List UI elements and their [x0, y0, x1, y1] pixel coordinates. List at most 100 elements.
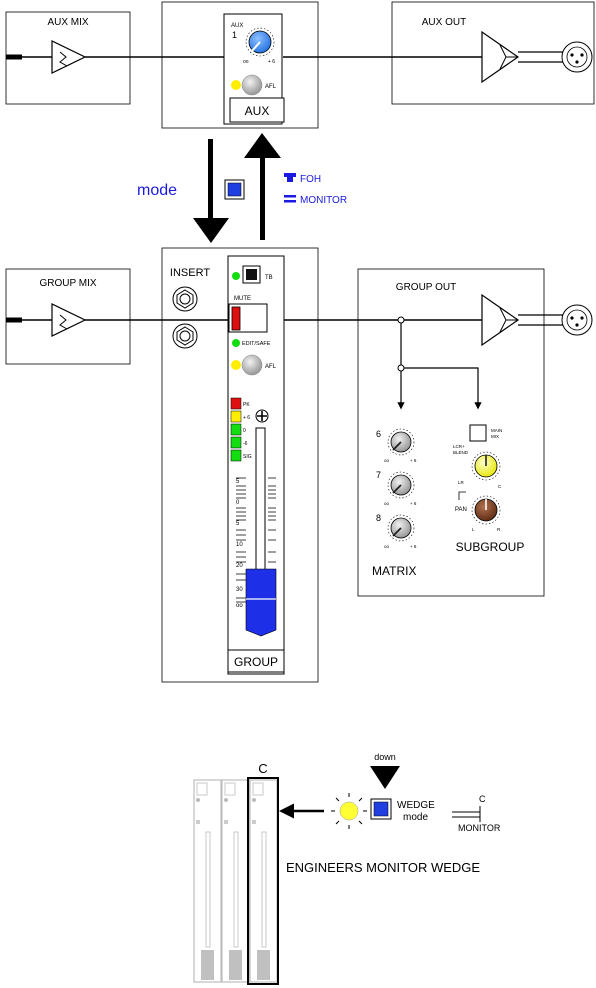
matrix-knob-number: 6 — [376, 429, 381, 439]
group-out-label: GROUP OUT — [396, 282, 456, 293]
meter-label: 0 — [243, 428, 246, 434]
matrix-knobs: 6 oo + 6 7 oo + 6 8 oo + 6 — [376, 428, 417, 549]
fader-grip-icon — [255, 409, 269, 423]
meter-label: PK — [243, 402, 250, 408]
matrix-knob[interactable] — [387, 428, 415, 456]
main-mix-button[interactable] — [469, 424, 487, 442]
monitor-label: MONITOR — [300, 195, 347, 206]
main-mix-label: MAIN — [491, 428, 502, 433]
pan-label: PAN — [455, 507, 467, 513]
aux-knob-number: 1 — [232, 30, 237, 40]
edit-safe-led — [232, 339, 240, 347]
meter-0-led — [230, 423, 242, 436]
aux-mix-label: AUX MIX — [47, 17, 88, 28]
fader-scale-label: 5 — [236, 521, 240, 527]
aux-knob-min: oo — [243, 59, 249, 65]
group-out-amp-icon — [481, 293, 520, 347]
meter-pk-led — [230, 397, 242, 410]
lcr-blend-label: BLEND — [453, 450, 469, 455]
wedge-strip-highlighted — [247, 777, 279, 985]
pan-mark: R — [497, 527, 501, 532]
aux-button-label: AUX — [245, 104, 270, 118]
matrix-knob[interactable] — [387, 514, 415, 542]
group-xlr-connector-icon — [561, 304, 593, 336]
group-mix-block: GROUP MIX — [5, 268, 131, 365]
pan-knob[interactable] — [471, 495, 501, 525]
aux-out-label: AUX OUT — [422, 17, 466, 28]
group-fader-cap[interactable] — [245, 568, 277, 637]
meter-plus6-led — [230, 410, 242, 423]
wedge-strip — [221, 779, 250, 983]
matrix-knob[interactable] — [387, 471, 415, 499]
group-mix-amp-icon — [51, 303, 87, 337]
matrix-knob-number: 8 — [376, 513, 381, 523]
aux-mix-block: AUX MIX — [5, 11, 131, 105]
group-button[interactable] — [227, 649, 285, 673]
matrix-knob-max: + 6 — [410, 544, 417, 549]
mode-arrows — [193, 133, 281, 243]
meter-label: SIG — [243, 454, 252, 460]
wedge-mode-switch-icon — [452, 806, 481, 822]
level-meter: PK + 6 0 -6 SIG — [230, 397, 252, 462]
group-out-block: GROUP OUT 6 oo + 6 7 — [357, 268, 593, 597]
insert-return-jack-icon — [172, 323, 198, 349]
aux-send-knob[interactable] — [245, 27, 275, 57]
matrix-knob-max: + 6 — [410, 501, 417, 506]
lcr-blend-label: LCR+ — [453, 444, 465, 449]
insert-send-jack-icon — [172, 286, 198, 312]
pan-mark: L — [472, 527, 475, 532]
wedge-mode-label: mode — [403, 812, 428, 823]
group-afl-label: AFL — [265, 364, 277, 370]
fader-scale-label: 5 — [236, 479, 240, 485]
matrix-label: MATRIX — [372, 564, 416, 578]
meter-label: -6 — [243, 441, 248, 447]
insert-label: INSERT — [170, 267, 210, 279]
blend-mark: LR — [458, 480, 465, 485]
group-mix-label: GROUP MIX — [39, 278, 96, 289]
fader-scale-label: 30 — [236, 587, 243, 593]
down-label: down — [374, 752, 396, 762]
subgroup-label: SUBGROUP — [456, 540, 525, 554]
down-arrow-icon — [370, 766, 400, 789]
meter-sig-led — [230, 449, 242, 462]
wedge-channel-label: C — [258, 761, 267, 776]
aux-out-block: AUX OUT — [391, 1, 595, 105]
monitor-icon — [284, 195, 296, 198]
mode-legend: FOH MONITOR — [284, 173, 347, 206]
group-afl-button[interactable] — [241, 354, 263, 376]
matrix-knob-min: oo — [384, 458, 390, 463]
mode-down-arrow — [193, 218, 229, 243]
aux-button[interactable] — [229, 97, 285, 123]
meter-minus6-led — [230, 436, 242, 449]
wedge-switch-c-label: C — [479, 794, 486, 804]
fader-scale-label: oo — [236, 603, 243, 609]
tb-label: TB — [265, 275, 273, 281]
wedge-strip — [193, 779, 222, 983]
wedge-mode-label: WEDGE — [397, 800, 435, 811]
aux-knob-label: AUX — [231, 23, 243, 29]
fader-scale-label: 10 — [236, 542, 243, 548]
lcr-blend-knob[interactable] — [471, 451, 501, 481]
aux-module-panel: AUX 1 oo + 6 AFL AUX — [161, 1, 319, 129]
group-module-panel: INSERT TB MUTE EDIT/SAFE AFL P — [161, 247, 319, 683]
fader-scale-label: 0 — [236, 500, 240, 506]
wedge-switch-monitor-label: MONITOR — [458, 823, 501, 833]
meter-label: + 6 — [243, 415, 250, 421]
wedge-lamp-icon — [331, 793, 367, 829]
edit-safe-label: EDIT/SAFE — [242, 341, 271, 347]
matrix-knob-min: oo — [384, 544, 390, 549]
main-mix-label: MIX — [491, 434, 499, 439]
matrix-knob-max: + 6 — [410, 458, 417, 463]
group-afl-led — [231, 360, 241, 370]
aux-afl-label: AFL — [265, 84, 277, 90]
group-button-label: GROUP — [234, 655, 278, 669]
foh-label: FOH — [300, 174, 321, 185]
foh-icon — [284, 173, 296, 182]
aux-out-amp-icon — [481, 30, 520, 84]
wedge-title: ENGINEERS MONITOR WEDGE — [286, 860, 480, 875]
matrix-knob-min: oo — [384, 501, 390, 506]
mute-label: MUTE — [234, 296, 251, 302]
matrix-knob-number: 7 — [376, 470, 381, 480]
aux-afl-button[interactable] — [241, 74, 263, 96]
